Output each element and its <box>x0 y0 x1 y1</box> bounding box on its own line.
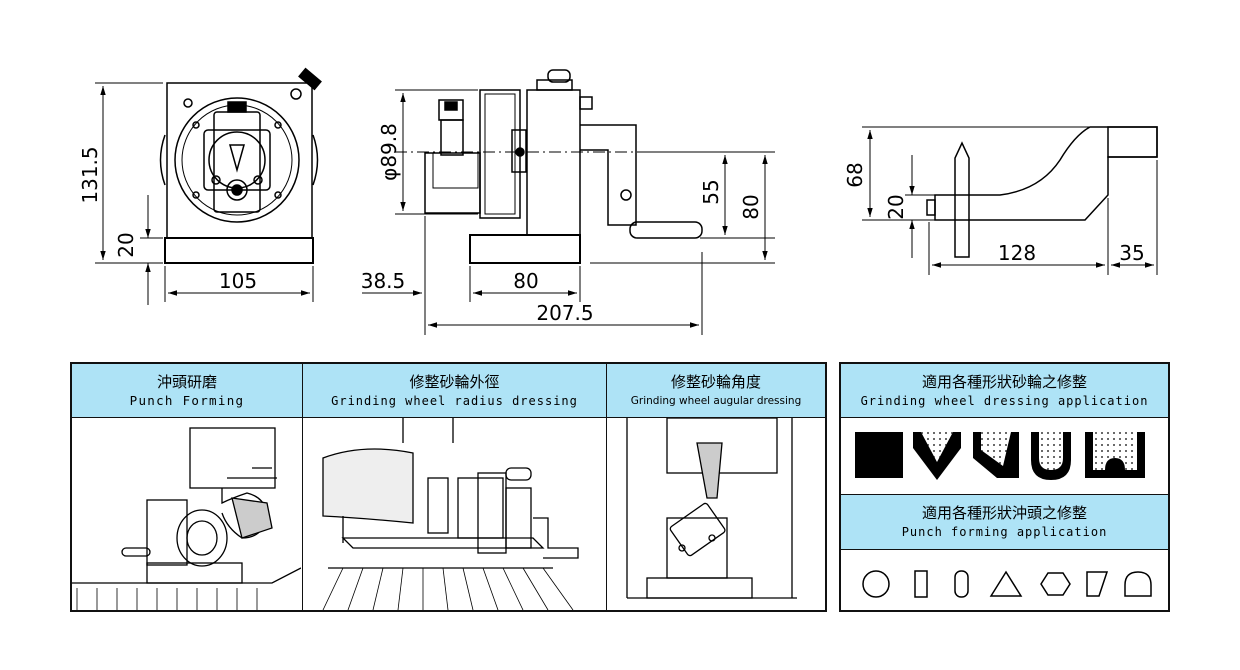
slot-shape <box>954 570 969 598</box>
offset-v-profile <box>973 432 1019 478</box>
dim-side-h55: 55 <box>699 179 723 204</box>
title-cn: 沖頭研磨 <box>156 372 217 391</box>
punch-forming-photo <box>72 418 303 610</box>
dim-arm-h20: 20 <box>884 194 908 219</box>
header-punch-forming: 沖頭研磨 Punch Forming <box>72 364 303 418</box>
header-punch-application: 適用各種形狀沖頭之修整 Punch forming application <box>841 494 1168 550</box>
dim-side-left: 38.5 <box>361 269 406 293</box>
title-en: Punch forming application <box>901 525 1108 539</box>
header-wheel-application: 適用各種形狀砂輪之修整 Grinding wheel dressing appl… <box>841 364 1168 418</box>
trapezoid-shape <box>1086 571 1109 597</box>
application-panel: 適用各種形狀砂輪之修整 Grinding wheel dressing appl… <box>839 362 1170 612</box>
title-en: Punch Forming <box>129 392 245 408</box>
title-cn: 修整砂輪外徑 <box>409 372 500 391</box>
dim-arm-h68: 68 <box>843 162 867 187</box>
dim-front-base: 20 <box>114 232 138 257</box>
header-radius-dressing: 修整砂輪外徑 Grinding wheel radius dressing <box>303 364 607 418</box>
round-u-profile <box>1031 432 1071 480</box>
rectangle-shape <box>914 570 928 598</box>
w-profile <box>1085 432 1145 478</box>
circle-shape <box>862 570 890 598</box>
dim-front-width: 105 <box>219 269 257 293</box>
dim-side-diameter: φ89.8 <box>377 123 401 181</box>
triangle-shape <box>989 570 1023 597</box>
d-shape <box>1124 571 1152 597</box>
wheel-shapes <box>855 432 1145 480</box>
punch-shapes <box>862 570 1152 598</box>
dim-side-h80: 80 <box>739 194 763 219</box>
wheel-angular-dressing-photo <box>607 418 827 610</box>
dim-arm-len: 128 <box>998 241 1036 265</box>
dim-side-base: 80 <box>513 269 538 293</box>
technical-drawing: 131.5 20 105 <box>78 67 1158 335</box>
arm-view <box>926 126 1158 258</box>
hexagon-shape <box>1040 572 1071 596</box>
title-cn: 適用各種形狀沖頭之修整 <box>921 504 1087 522</box>
dim-arm-tip: 35 <box>1119 241 1144 265</box>
dim-side-total: 207.5 <box>536 301 593 325</box>
dim-front-height: 131.5 <box>78 146 102 203</box>
usage-panel: 沖頭研磨 Punch Forming 修整砂輪外徑 Grinding wheel… <box>70 362 827 612</box>
header-angular-dressing: 修整砂輪角度 Grinding wheel augular dressing <box>607 364 825 418</box>
title-cn: 修整砂輪角度 <box>670 372 761 391</box>
title-cn: 適用各種形狀砂輪之修整 <box>921 372 1087 391</box>
v-profile <box>913 432 961 480</box>
title-en: Grinding wheel radius dressing <box>331 393 578 408</box>
wheel-radius-dressing-photo <box>303 418 607 610</box>
title-en: Grinding wheel augular dressing <box>630 394 802 407</box>
flat-u-profile <box>855 432 903 478</box>
title-en: Grinding wheel dressing application <box>860 393 1149 408</box>
front-view <box>159 67 322 264</box>
side-view <box>395 69 710 264</box>
